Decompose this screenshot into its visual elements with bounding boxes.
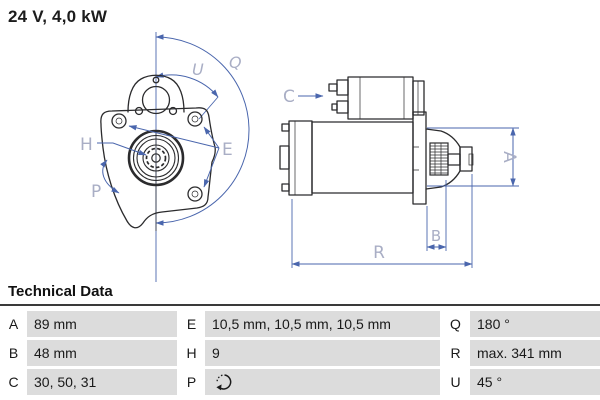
pinion-shaft <box>447 153 461 166</box>
dimension-arc-u <box>155 72 219 98</box>
dimension-label-r: R <box>373 243 385 263</box>
key-cell: B <box>2 340 25 366</box>
dimension-leader-h <box>97 142 147 156</box>
value-cell <box>205 369 440 395</box>
value-cell: 10,5 mm, 10,5 mm, 10,5 mm <box>205 311 440 337</box>
side-view-drawing: C A B R <box>279 76 519 268</box>
heading-rule <box>0 304 600 306</box>
value-cell: 48 mm <box>27 340 177 366</box>
ear-small-hole <box>168 106 178 116</box>
dimension-a <box>427 127 519 187</box>
technical-data-heading: Technical Data <box>8 283 113 300</box>
table-row: A 89 mm E 10,5 mm, 10,5 mm, 10,5 mm Q 18… <box>0 311 600 337</box>
value-cell: 180 ° <box>470 311 600 337</box>
table-row: B 48 mm H 9 R max. 341 mm <box>0 340 600 366</box>
key-cell: R <box>441 340 470 366</box>
bolt-holes <box>111 111 203 202</box>
value-cell: max. 341 mm <box>470 340 600 366</box>
dimension-b <box>426 180 447 251</box>
key-cell: C <box>2 369 25 395</box>
key-cell: P <box>178 369 205 395</box>
dimension-label-h: H <box>80 135 93 155</box>
drive-end <box>412 111 474 205</box>
rotation-direction-icon <box>216 374 232 391</box>
dimension-leaders-e <box>128 125 220 188</box>
dimension-label-a: A <box>499 151 519 163</box>
ear-center-hole <box>141 85 171 115</box>
dimension-label-p: P <box>91 182 101 202</box>
dimension-label-e: E <box>222 140 233 160</box>
pinion-teeth <box>430 143 448 175</box>
mounting-ear-outline <box>127 74 185 113</box>
value-cell: 89 mm <box>27 311 177 337</box>
dimension-label-q: Q <box>229 53 242 72</box>
flange-outline <box>100 107 216 229</box>
dimension-leg <box>198 96 219 120</box>
solenoid <box>328 76 425 120</box>
key-cell: Q <box>441 311 470 337</box>
dimension-arc-q <box>155 34 250 226</box>
starter-motor-drawings: U Q E H P <box>80 32 519 282</box>
dimension-label-u: U <box>192 60 204 79</box>
key-cell: H <box>178 340 205 366</box>
ear-top-hole <box>152 76 160 84</box>
value-cell: 30, 50, 31 <box>27 369 177 395</box>
table-row: C 30, 50, 31 P U 45 ° <box>0 369 600 395</box>
ear-small-hole <box>134 106 144 116</box>
page-title: 24 V, 4,0 kW <box>8 7 108 26</box>
center-rings <box>127 129 185 231</box>
key-cell: E <box>178 311 205 337</box>
value-cell: 45 ° <box>470 369 600 395</box>
key-cell: A <box>2 311 25 337</box>
motor-body <box>279 120 414 196</box>
dimension-label-c: C <box>283 87 295 107</box>
dimension-label-b: B <box>431 227 441 245</box>
dimension-r <box>291 174 473 268</box>
rotation-arrow <box>100 159 120 194</box>
key-cell: U <box>441 369 470 395</box>
front-view-drawing: U Q E H P <box>80 32 250 282</box>
value-cell: 9 <box>205 340 440 366</box>
